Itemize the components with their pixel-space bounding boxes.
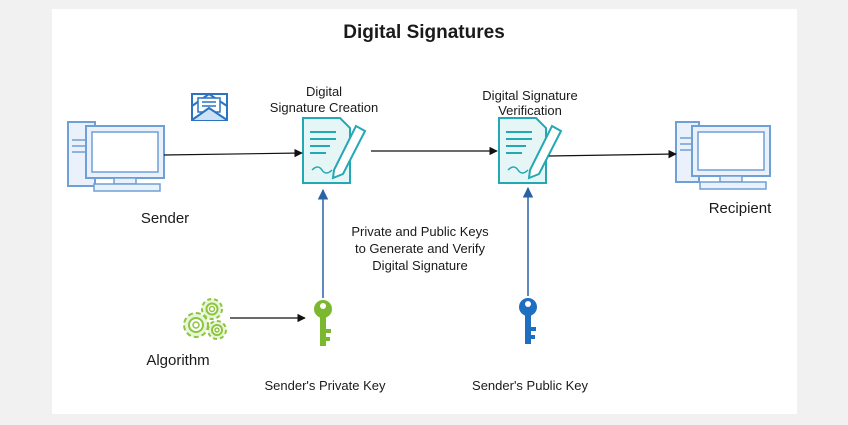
creation-label-line1: Digital [305,84,343,99]
private-key-label: Sender's Private Key [264,378,386,393]
algorithm-label: Algorithm [146,352,210,369]
public-key-icon [519,298,537,344]
verification-to-recipient-arrow [548,149,677,159]
gears-icon [183,298,227,340]
verification-label-line2: Verification [498,103,562,118]
keys-note-line2: to Generate and Verify [354,241,486,256]
recipient-label: Recipient [708,200,772,217]
signature-creation-document-icon [302,117,367,184]
recipient-computer-icon [675,121,771,190]
diagram-title: Digital Signatures [343,22,505,43]
keys-note-line1: Private and Public Keys [351,224,489,239]
keys-note-line3: Digital Signature [372,258,468,273]
diagram-canvas [52,9,797,414]
public-key-label: Sender's Public Key [472,378,588,393]
verification-label-line1: Digital Signature [482,88,578,103]
creation-label-line2: Signature Creation [269,100,379,115]
envelope-icon [191,92,228,121]
sender-to-creation-arrow [163,148,303,158]
sender-computer-icon [67,121,165,192]
private-key-icon [314,300,332,346]
sender-label: Sender [140,210,190,227]
signature-verification-document-icon [498,117,563,184]
